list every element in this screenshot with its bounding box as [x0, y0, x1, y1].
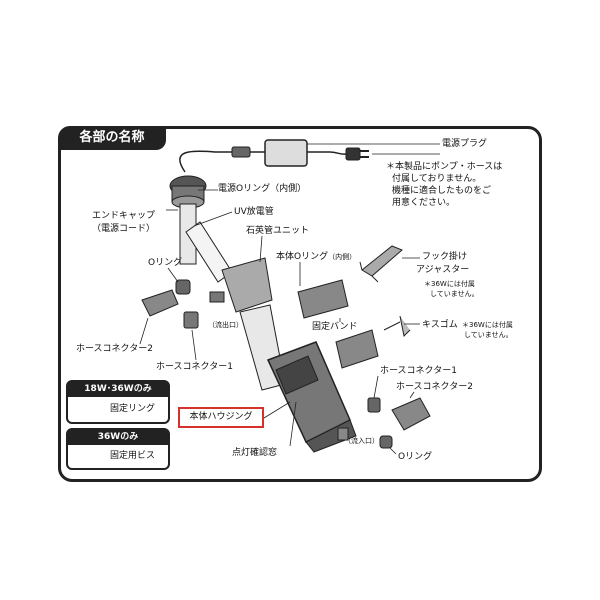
- quartz-tube: [185, 221, 233, 283]
- o-ring-right: [379, 435, 393, 449]
- label-outlet: （流出口）: [208, 321, 243, 329]
- box-36w: 36Wのみ: [66, 428, 170, 470]
- box-18w-36w: 18W･36Wのみ: [66, 380, 170, 424]
- label-main-o-ring: 本体Oリング（内側）: [276, 252, 356, 263]
- hose-connector-2-right: [391, 397, 431, 431]
- label-hook-adjuster-1: フック掛け: [422, 252, 468, 262]
- note-pump-hose-3: 機種に適合したものをご: [392, 186, 492, 196]
- power-cord: [179, 150, 232, 173]
- suction-cup: [383, 315, 411, 338]
- note-hook-36w-2: していません。: [430, 290, 479, 298]
- power-transformer: [264, 139, 308, 167]
- note-pump-hose-4: 用意ください。: [392, 198, 456, 208]
- label-main-housing: 本体ハウジング: [178, 407, 264, 428]
- label-main-o-ring-note: （内側）: [328, 253, 357, 261]
- label-quartz-unit: 石英管ユニット: [246, 226, 310, 236]
- label-o-ring-right: Oリング: [398, 452, 433, 462]
- note-kiss-36w-2: していません。: [464, 331, 513, 339]
- box-36w-title: 36Wのみ: [68, 430, 168, 445]
- hose-connector-2-left: [141, 289, 179, 317]
- note-pump-hose-2: 付属しておりません。: [392, 174, 482, 184]
- label-fixing-band: 固定バンド: [312, 322, 358, 332]
- note-pump-hose-1: ＊本製品にポンプ・ホースは: [386, 162, 503, 172]
- label-hose-connector-1-right: ホースコネクター1: [380, 366, 457, 376]
- label-power-o-ring: 電源Oリング（内側）: [218, 184, 307, 194]
- box-18w-36w-item: 固定リング: [110, 404, 156, 414]
- label-kisugomu: キスゴム: [422, 320, 458, 330]
- box-36w-item: 固定用ビス: [110, 451, 156, 461]
- label-hook-adjuster-2: アジャスター: [416, 265, 470, 275]
- box-18w-36w-title: 18W･36Wのみ: [68, 382, 168, 397]
- label-power-plug: 電源プラグ: [442, 139, 488, 149]
- label-main-o-ring-text: 本体Oリング: [276, 252, 329, 262]
- label-end-cap-2: （電源コード）: [92, 224, 156, 234]
- hook-adjuster: [359, 245, 403, 283]
- diagram-title: 各部の名称: [58, 126, 166, 150]
- fixing-band-upper: [297, 279, 349, 319]
- label-hose-connector-2-right: ホースコネクター2: [396, 382, 473, 392]
- fixing-band-lower: [335, 329, 379, 369]
- o-ring-left: [175, 279, 191, 295]
- note-kiss-36w-1: ＊36Wには付属: [462, 321, 513, 329]
- quartz-unit: [221, 257, 273, 313]
- lamp-window: [275, 355, 319, 395]
- label-hose-connector-1-left: ホースコネクター1: [156, 362, 233, 372]
- label-lamp-window: 点灯確認窓: [232, 448, 278, 458]
- label-hose-connector-2-left: ホースコネクター2: [76, 344, 153, 354]
- cord-clip: [231, 146, 251, 158]
- label-inlet: （流入口）: [344, 437, 379, 445]
- hose-connector-1-right: [367, 397, 381, 413]
- hose-connector-1-left: [183, 311, 199, 329]
- label-uv-lamp: UV放電管: [234, 207, 274, 217]
- power-plug-body: [345, 147, 361, 161]
- label-end-cap-1: エンドキャップ: [92, 211, 156, 221]
- note-hook-36w-1: ＊36Wには付属: [424, 280, 475, 288]
- label-o-ring-left: Oリング: [148, 258, 183, 268]
